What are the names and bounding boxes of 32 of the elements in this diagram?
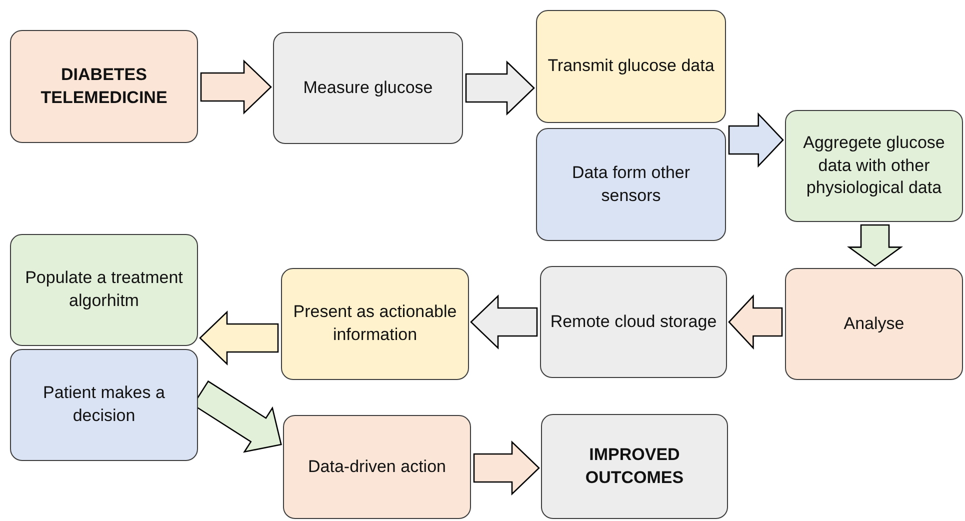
box-label: IMPROVED OUTCOMES [584,444,685,488]
box-label: Patient makes a decision [42,382,166,427]
block-arrow [470,294,538,350]
process-box [10,30,198,143]
process-box [785,268,963,380]
block-arrow [728,112,784,168]
process-box [273,32,463,144]
box-label: Remote cloud storage [550,310,717,333]
process-box [785,110,963,222]
box-label: Data form other sensors [570,162,692,206]
process-box [10,349,198,461]
process-box [10,234,198,346]
block-arrow [465,60,535,116]
block-arrow [847,224,903,267]
box-label: Analyse [844,312,904,335]
box-label: Transmit glucose data [548,55,714,78]
process-box [540,266,727,378]
block-arrow [199,310,279,366]
process-box [536,128,726,241]
block-arrow [473,440,540,496]
box-label: Aggregete glucose data with other physiological data [802,132,946,200]
box-label: Measure glucose [303,76,433,99]
process-box [536,10,726,123]
block-arrow [200,59,272,115]
box-label: Populate a treatment algorhitm [24,267,184,312]
process-box [283,415,471,519]
box-label: Data-driven action [308,456,446,478]
process-box [281,268,469,380]
process-box [541,414,728,519]
block-arrow [728,294,783,350]
box-label: DIABETES TELEMEDICINE [40,64,168,108]
box-label: Present as actionable information [292,301,458,346]
